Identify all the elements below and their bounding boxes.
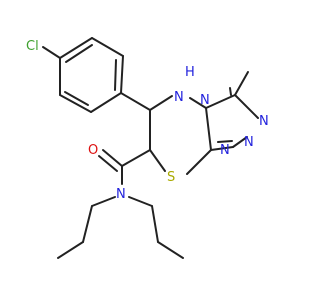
amide-link-bond (121, 149, 151, 167)
chlorine-bond (42, 46, 61, 59)
molecule-structure: Cl H N N N N N O S N (26, 37, 269, 259)
propyl-left (57, 196, 116, 259)
triazole-nitrogen-3-label: N (220, 143, 230, 158)
thiadiazine-ring (149, 95, 212, 175)
triazole-ring (205, 87, 259, 151)
carbonyl-bond (102, 149, 123, 167)
nh-hydrogen-label: H (185, 65, 195, 80)
triazole-nitrogen-1-label: N (259, 114, 269, 129)
nh-nitrogen-label: N (174, 90, 184, 105)
oxygen-label: O (88, 143, 98, 158)
methyl-bond (234, 71, 249, 96)
chlorine-label: Cl (26, 39, 39, 54)
carbonyl-double-bond (98, 155, 118, 172)
aryl-link-bond (120, 92, 151, 111)
sulfur-label: S (167, 170, 175, 185)
ring-nitrogen-label: N (200, 93, 210, 108)
triazole-nitrogen-2-label: N (244, 135, 254, 150)
propyl-right (128, 196, 184, 259)
chlorophenyl-ring (59, 37, 124, 113)
amide-nitrogen-label: N (116, 187, 126, 202)
